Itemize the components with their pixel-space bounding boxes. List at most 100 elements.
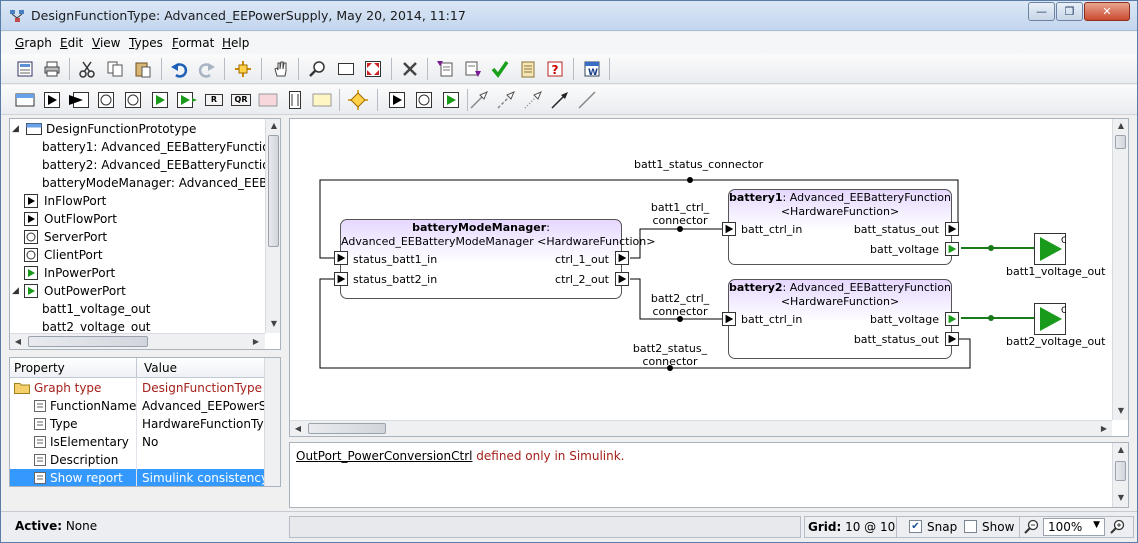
block-battery-mode-manager[interactable]: batteryModeManager: Advanced_EEBatteryMo… (340, 219, 655, 299)
outpower-port-tool[interactable] (175, 88, 199, 112)
scroll-right-icon[interactable]: ▶ (252, 337, 260, 346)
port-batt2-status-out[interactable] (945, 332, 959, 346)
block-battery2[interactable]: battery2: Advanced_EEBatteryFunction <Ha… (728, 279, 952, 359)
properties-button[interactable] (13, 57, 37, 81)
scroll-up-icon[interactable]: ▲ (1117, 445, 1125, 454)
redo-button[interactable] (195, 57, 219, 81)
outport-label-batt1-voltage-out[interactable]: batt1_voltage_out (1006, 265, 1106, 278)
menu-types[interactable]: Types (129, 36, 163, 50)
circle-port-tool[interactable] (412, 88, 436, 112)
rectangle-select-button[interactable] (334, 57, 358, 81)
minimize-button[interactable]: — (1028, 2, 1055, 21)
properties-vertical-scrollbar[interactable] (264, 358, 280, 486)
scroll-left-icon[interactable]: ◀ (294, 424, 302, 433)
port-batt2-ctrl-in[interactable] (722, 312, 736, 326)
help-button[interactable]: ? (543, 57, 567, 81)
port-batt1-voltage[interactable] (945, 242, 959, 256)
block-battery1[interactable]: battery1: Advanced_EEBatteryFunction <Ha… (728, 189, 952, 265)
paste-button[interactable] (131, 57, 155, 81)
copy-button[interactable] (103, 57, 127, 81)
cut-button[interactable] (75, 57, 99, 81)
dashed-arrow-tool[interactable] (494, 88, 518, 112)
collapse-triangle-icon[interactable]: ◢ (12, 124, 19, 134)
dotted-arrow-tool[interactable] (521, 88, 545, 112)
port-batt1-status-out[interactable] (945, 222, 959, 236)
zoom-out-icon[interactable] (1024, 519, 1040, 535)
canvas-vertical-thumb[interactable] (1115, 135, 1126, 149)
outport-label-batt2-voltage-out[interactable]: batt2_voltage_out (1006, 335, 1106, 348)
maximize-button[interactable]: ❐ (1056, 2, 1083, 21)
scroll-down-icon[interactable]: ▼ (1117, 406, 1125, 415)
r-port-tool[interactable]: R (202, 88, 226, 112)
property-row-description[interactable]: Description (10, 451, 264, 469)
scroll-down-icon[interactable]: ▼ (270, 319, 278, 328)
tree-item-battery2[interactable]: battery2: Advanced_EEBatteryFunction <H (42, 156, 280, 174)
collapse-triangle-icon[interactable]: ◢ (12, 286, 19, 296)
connector-label-batt1-ctrl[interactable]: batt1_ctrl_ connector (640, 201, 720, 227)
inflow-port-tool[interactable] (40, 88, 64, 112)
in-port-tool[interactable] (385, 88, 409, 112)
property-row-function-name[interactable]: FunctionName Advanced_EEPowerSu (10, 397, 264, 415)
output-vertical-thumb[interactable] (1115, 461, 1126, 481)
column-header-property[interactable]: Property (14, 361, 65, 375)
column-header-value[interactable]: Value (144, 361, 177, 375)
port-status-batt1-in[interactable] (334, 251, 348, 265)
port-batt2-voltage[interactable] (945, 312, 959, 326)
note-tool[interactable] (310, 88, 334, 112)
tree-item-mode-manager[interactable]: batteryModeManager: Advanced_EEBatter (42, 174, 280, 192)
menu-edit[interactable]: Edit (60, 36, 83, 50)
zoom-select[interactable]: 100% ▼ (1043, 518, 1105, 536)
fit-view-button[interactable] (361, 57, 385, 81)
show-label[interactable]: Show (982, 520, 1015, 534)
print-button[interactable] (40, 57, 64, 81)
connector-arrow-tool[interactable] (467, 88, 491, 112)
model-tree[interactable]: ◢ DesignFunctionPrototype battery1: Adva… (9, 118, 281, 350)
port-status-batt2-in[interactable] (334, 272, 348, 286)
show-checkbox[interactable] (964, 520, 977, 533)
client-port-tool[interactable] (121, 88, 145, 112)
scroll-right-icon[interactable]: ▶ (1100, 424, 1108, 433)
line-tool[interactable] (575, 88, 599, 112)
diagram-canvas[interactable]: batt1_status_connector batt1_ctrl_ conne… (289, 118, 1129, 437)
outpower-port-batt2[interactable]: O (1034, 303, 1066, 335)
word-export-button[interactable]: W (580, 57, 604, 81)
undo-button[interactable] (167, 57, 191, 81)
power-port-tool[interactable] (439, 88, 463, 112)
tree-item-batt1-voltage-out[interactable]: batt1_voltage_out (42, 300, 151, 318)
property-row-is-elementary[interactable]: IsElementary No (10, 433, 264, 451)
tree-item-batt2-voltage-out[interactable]: batt2_voltage_out (42, 318, 151, 336)
tree-horizontal-thumb[interactable] (28, 336, 148, 347)
menu-help[interactable]: Help (222, 36, 249, 50)
solid-arrow-tool[interactable] (548, 88, 572, 112)
junction-tool[interactable] (346, 88, 370, 112)
report-button[interactable] (516, 57, 540, 81)
zoom-button[interactable] (306, 57, 330, 81)
property-row-graph-type[interactable]: Graph type DesignFunctionType (10, 379, 264, 397)
scroll-up-icon[interactable]: ▲ (1117, 121, 1125, 130)
tree-item-battery1[interactable]: battery1: Advanced_EEBatteryFunction <H (42, 138, 280, 156)
split-tool[interactable] (283, 88, 307, 112)
add-node-button[interactable] (231, 57, 255, 81)
zoom-in-icon[interactable] (1110, 519, 1126, 535)
close-button[interactable]: ✕ (1084, 2, 1130, 21)
connector-label-batt2-status[interactable]: batt2_status_ connector (625, 342, 715, 368)
connector-label-batt1-status[interactable]: batt1_status_connector (634, 158, 764, 171)
port-ctrl-2-out[interactable] (615, 272, 629, 286)
property-row-type[interactable]: Type HardwareFunctionTyp (10, 415, 264, 433)
port-batt1-ctrl-in[interactable] (722, 222, 736, 236)
menu-format[interactable]: Format (172, 36, 214, 50)
outpower-port-batt1[interactable]: O (1034, 233, 1066, 265)
qr-port-tool[interactable]: QR (229, 88, 253, 112)
snap-checkbox[interactable]: ✔ (909, 520, 922, 533)
delete-button[interactable] (398, 57, 422, 81)
outflow-port-tool[interactable] (67, 88, 91, 112)
property-row-show-report[interactable]: Show report Simulink consistency (10, 469, 264, 486)
canvas-horizontal-thumb[interactable] (308, 423, 386, 434)
inpower-port-tool[interactable] (148, 88, 172, 112)
pan-button[interactable] (269, 57, 293, 81)
output-vertical-scrollbar[interactable]: ▲ ▼ (1112, 443, 1128, 507)
rect-shape-tool[interactable] (256, 88, 280, 112)
port-ctrl-1-out[interactable] (615, 251, 629, 265)
check-button[interactable] (488, 57, 512, 81)
import-button[interactable] (433, 57, 457, 81)
